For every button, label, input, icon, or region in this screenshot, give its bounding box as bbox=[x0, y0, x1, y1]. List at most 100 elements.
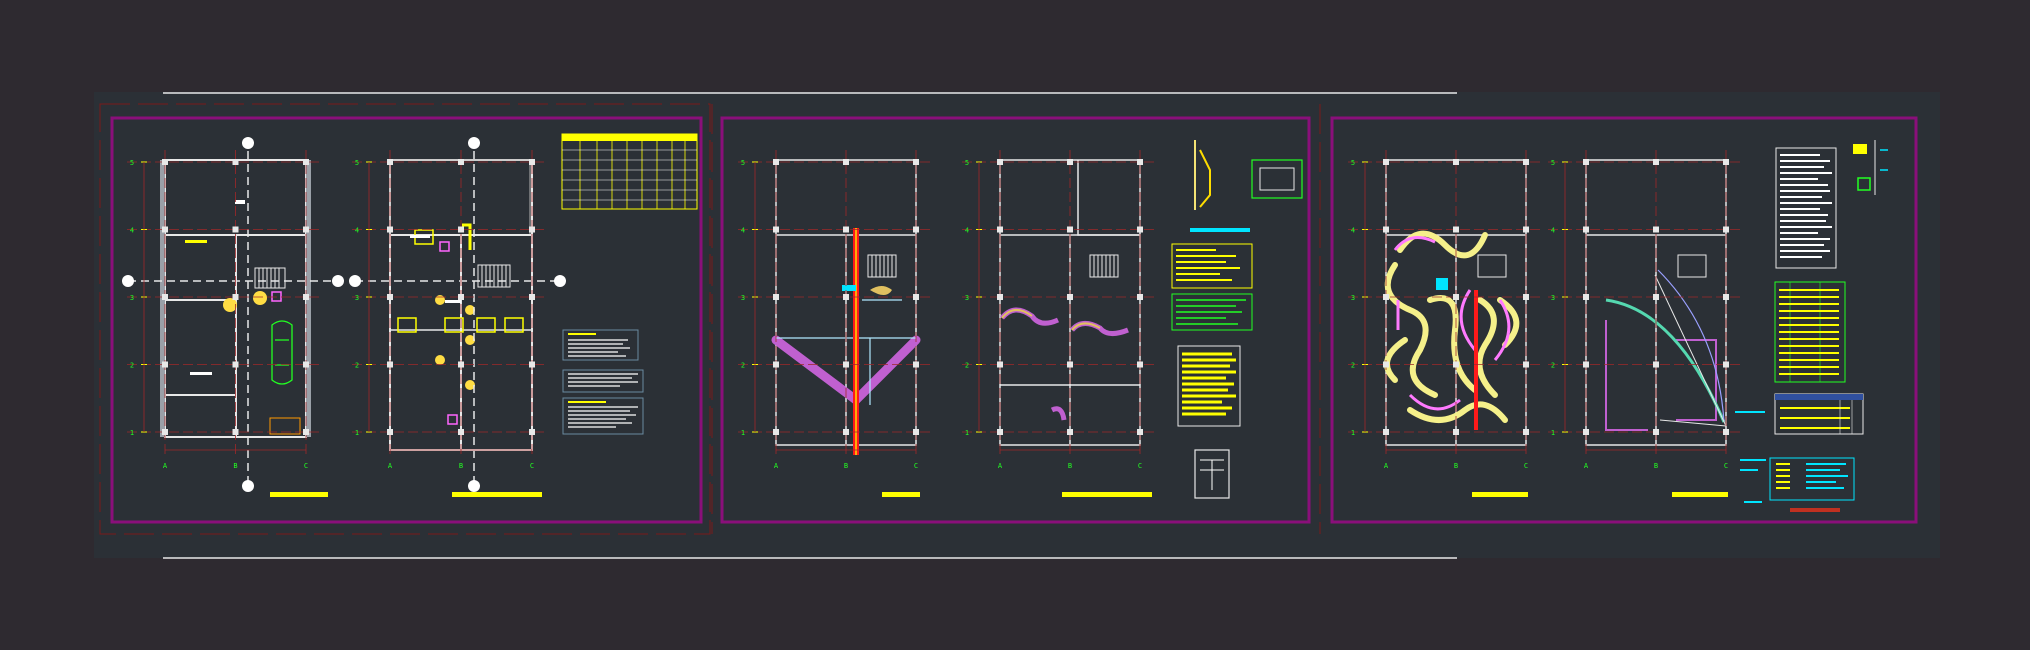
column-icon bbox=[1653, 159, 1659, 165]
sheet-frame bbox=[110, 116, 703, 524]
column-icon bbox=[1137, 294, 1143, 300]
grid-number-label: 4 bbox=[741, 227, 745, 235]
column-icon bbox=[303, 226, 309, 233]
column-icon bbox=[1723, 361, 1729, 368]
drawing-background bbox=[94, 92, 1940, 558]
column-icon bbox=[997, 361, 1003, 368]
tank-detail bbox=[1251, 159, 1303, 199]
grid-letter-label: A bbox=[998, 462, 1003, 470]
grid-letter-label: A bbox=[1384, 462, 1389, 470]
column-icon bbox=[162, 361, 168, 368]
toilet-icon bbox=[223, 298, 237, 312]
plan-title-bar bbox=[882, 492, 920, 497]
feeder-line bbox=[1654, 274, 1727, 427]
section-marker bbox=[242, 480, 254, 492]
toilet-icon bbox=[253, 291, 267, 305]
room-label bbox=[190, 372, 212, 375]
grid-letter-label: C bbox=[530, 462, 534, 470]
column-icon bbox=[1723, 294, 1729, 300]
stair-treads bbox=[258, 268, 280, 288]
feeder-arc bbox=[1657, 269, 1725, 423]
column-icon bbox=[529, 159, 535, 165]
fixture-box bbox=[476, 317, 496, 333]
grid-number-label: 2 bbox=[355, 362, 359, 370]
column-icon bbox=[1067, 226, 1073, 233]
column-icon bbox=[1453, 226, 1459, 233]
column-icon bbox=[1523, 361, 1529, 368]
column-icon bbox=[387, 159, 393, 165]
callout-lines bbox=[1735, 411, 1766, 503]
plan-title-bar bbox=[270, 492, 328, 497]
grid-number-label: 2 bbox=[1551, 362, 1555, 370]
grid-number-label: 2 bbox=[741, 362, 745, 370]
stair-treads bbox=[481, 265, 507, 287]
stair-treads bbox=[871, 255, 893, 277]
grid-letter-label: B bbox=[844, 462, 848, 470]
schedule-table bbox=[561, 133, 698, 210]
plan-title-bar bbox=[1672, 492, 1728, 497]
sheet-frame bbox=[1330, 116, 1918, 524]
grid-number-label: 3 bbox=[130, 294, 134, 302]
grid-number-label: 3 bbox=[741, 294, 745, 302]
revision-bar bbox=[1790, 508, 1840, 512]
column-icon bbox=[458, 159, 464, 165]
column-icon bbox=[1583, 294, 1589, 300]
grid-number-label: 1 bbox=[1351, 429, 1355, 437]
column-icon bbox=[843, 294, 849, 300]
stair-icon bbox=[1677, 254, 1707, 278]
column-icon bbox=[843, 361, 849, 368]
column-icon bbox=[1583, 159, 1589, 165]
column-icon bbox=[913, 294, 919, 300]
gate bbox=[269, 417, 301, 435]
column-icon bbox=[1653, 429, 1659, 435]
column-icon bbox=[1583, 429, 1589, 435]
column-icon bbox=[1723, 159, 1729, 165]
grid-letter-label: C bbox=[304, 462, 308, 470]
column-icon bbox=[997, 294, 1003, 300]
column-icon bbox=[997, 429, 1003, 435]
fixture-box bbox=[444, 317, 464, 333]
column-icon bbox=[1723, 226, 1729, 233]
legend-header bbox=[1190, 228, 1250, 232]
lighting-circuit bbox=[1384, 230, 1520, 423]
grid-number-label: 5 bbox=[965, 159, 969, 167]
column-icon bbox=[1383, 226, 1389, 233]
column-icon bbox=[773, 361, 779, 368]
section-marker bbox=[242, 137, 254, 149]
grid-letter-label: B bbox=[1654, 462, 1658, 470]
column-icon bbox=[1137, 361, 1143, 368]
column-icon bbox=[1067, 361, 1073, 368]
column-icon bbox=[1067, 294, 1073, 300]
column-icon bbox=[458, 226, 464, 233]
grid-number-label: 1 bbox=[965, 429, 969, 437]
column-icon bbox=[1137, 159, 1143, 165]
column-icon bbox=[458, 429, 464, 435]
column-icon bbox=[387, 361, 393, 368]
room-label bbox=[445, 300, 461, 303]
fixture-box bbox=[447, 414, 458, 425]
car-icon bbox=[271, 320, 293, 385]
room-label bbox=[185, 240, 207, 243]
grid-letter-label: A bbox=[774, 462, 779, 470]
grid-number-label: 3 bbox=[965, 294, 969, 302]
column-icon bbox=[773, 226, 779, 233]
column-icon bbox=[458, 361, 464, 368]
column-icon bbox=[1523, 294, 1529, 300]
grid-letter-label: A bbox=[388, 462, 393, 470]
grid-letter-label: C bbox=[1524, 462, 1528, 470]
meter-detail bbox=[1853, 140, 1888, 195]
column-icon bbox=[529, 361, 535, 368]
column-icon bbox=[529, 429, 535, 435]
stair-icon bbox=[1477, 254, 1507, 278]
column-icon bbox=[1453, 294, 1459, 300]
room-label bbox=[410, 235, 430, 238]
column-icon bbox=[162, 429, 168, 435]
column-icon bbox=[387, 294, 393, 300]
column-icon bbox=[1383, 159, 1389, 165]
section-marker bbox=[349, 275, 361, 287]
drain-fixtures bbox=[1050, 406, 1067, 421]
grid-letter-label: B bbox=[1454, 462, 1458, 470]
sheet-electrical bbox=[1330, 116, 1918, 524]
column-icon bbox=[529, 294, 535, 300]
